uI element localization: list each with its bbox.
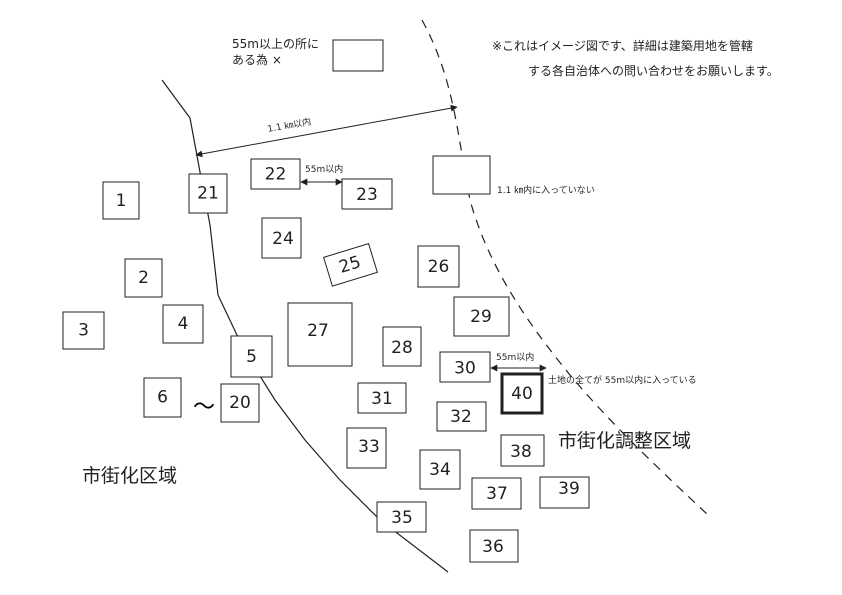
lot-3: 3 — [62, 311, 105, 350]
svg-text:6: 6 — [157, 388, 168, 408]
lot-35: 35 — [376, 501, 427, 533]
lot-4: 4 — [162, 304, 204, 344]
svg-text:4: 4 — [178, 314, 189, 334]
svg-text:3: 3 — [78, 321, 89, 341]
lot-29: 29 — [453, 296, 510, 337]
lot-37: 37 — [471, 477, 522, 510]
disclaimer-line-2: する各自治体への問い合わせをお願いします。 — [528, 63, 779, 78]
disclaimer-line-1: ※これはイメージ図です、詳細は建築用地を管轄 — [492, 38, 753, 53]
lot-26: 26 — [417, 245, 460, 288]
lot-34: 34 — [419, 449, 461, 490]
svg-text:39: 39 — [558, 479, 580, 499]
svg-text:35: 35 — [391, 508, 413, 528]
urbanization-control-area-label: 市街化調整区域 — [558, 430, 691, 452]
svg-text:22: 22 — [265, 165, 287, 185]
svg-text:40: 40 — [511, 384, 533, 404]
urban-area-label: 市街化区域 — [82, 465, 177, 487]
outside-1-1km-lot-box — [432, 155, 491, 195]
not-in-1-1km-label: 1.1 ㎞内に入っていない — [497, 184, 595, 196]
svg-text:36: 36 — [482, 537, 504, 557]
lot-21: 21 — [188, 173, 228, 214]
lot-38: 38 — [500, 434, 545, 467]
lot-24: 24 — [261, 217, 302, 259]
over-55m-label-line-2: ある為 × — [232, 53, 282, 67]
range-tilde: ～ — [193, 395, 215, 420]
distance-55m-top-label: 55m以内 — [305, 163, 343, 175]
svg-text:21: 21 — [197, 184, 219, 204]
lot-20: 20 — [220, 383, 260, 423]
excluded-lot-box — [332, 39, 384, 72]
svg-text:26: 26 — [428, 257, 450, 277]
lot-36: 36 — [469, 529, 519, 563]
svg-text:28: 28 — [391, 338, 413, 358]
lot-30: 30 — [439, 351, 491, 383]
svg-text:27: 27 — [307, 321, 329, 341]
lot-2: 2 — [124, 258, 163, 298]
svg-text:31: 31 — [371, 389, 393, 409]
svg-text:5: 5 — [246, 347, 257, 367]
lot-32: 32 — [436, 401, 487, 432]
distance-55m-right-label: 55m以内 — [496, 351, 534, 363]
svg-text:2: 2 — [138, 268, 149, 288]
svg-text:37: 37 — [486, 484, 508, 504]
svg-text:38: 38 — [510, 442, 532, 462]
svg-text:1: 1 — [116, 191, 127, 211]
lot-40: 40 — [500, 372, 544, 415]
lot-5: 5 — [230, 335, 273, 378]
lot-1: 1 — [102, 181, 140, 220]
lot-22: 22 — [250, 158, 301, 190]
lot-28: 28 — [382, 326, 422, 367]
distance-1-1km-label: 1.1 ㎞以内 — [266, 115, 312, 134]
all-within-55m-label: 土地の全てが 55m以内に入っている — [548, 374, 697, 386]
svg-text:23: 23 — [356, 185, 378, 205]
svg-text:32: 32 — [450, 407, 472, 427]
over-55m-label-line-1: 55m以上の所に — [232, 37, 319, 51]
svg-text:30: 30 — [454, 359, 476, 379]
svg-text:29: 29 — [470, 307, 492, 327]
lot-25: 25 — [322, 243, 378, 287]
svg-text:33: 33 — [358, 437, 380, 457]
lot-6: 6 — [143, 377, 182, 418]
lot-33: 33 — [346, 427, 387, 469]
arrow-1-1km — [195, 104, 458, 158]
svg-text:20: 20 — [229, 393, 251, 413]
svg-text:24: 24 — [272, 229, 294, 249]
lot-27: 27 — [287, 302, 353, 367]
lot-39: 39 — [539, 476, 590, 509]
lot-31: 31 — [357, 382, 407, 414]
lot-23: 23 — [341, 178, 393, 210]
svg-text:34: 34 — [429, 460, 451, 480]
